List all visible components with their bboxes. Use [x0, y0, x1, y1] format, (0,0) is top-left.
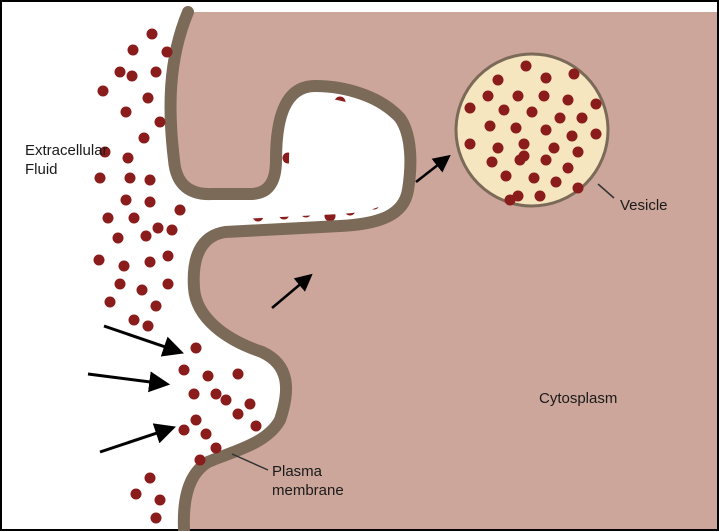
- extracellular-particle: [163, 279, 174, 290]
- vesicle-particle: [521, 61, 532, 72]
- extracellular-particle: [151, 67, 162, 78]
- cytoplasm-label: Cytosplasm: [539, 389, 617, 408]
- extracellular-particle: [115, 279, 126, 290]
- vesicle-particle: [569, 69, 580, 80]
- extracellular-particle: [179, 425, 190, 436]
- vesicle-particle: [511, 123, 522, 134]
- vesicle-particle: [493, 143, 504, 154]
- vesicle-particle: [493, 75, 504, 86]
- extracellular-particle: [195, 455, 206, 466]
- membrane-label-line2: membrane: [272, 481, 344, 500]
- extracellular-particle: [151, 301, 162, 312]
- extracellular-particle: [211, 443, 222, 454]
- extracellular-particle: [125, 173, 136, 184]
- extracellular-particle: [155, 495, 166, 506]
- vesicle-particle: [563, 95, 574, 106]
- extracellular-label-line2: Fluid: [25, 160, 108, 179]
- extracellular-particle: [251, 421, 262, 432]
- vesicle-particle: [549, 143, 560, 154]
- vesicle-particle: [513, 91, 524, 102]
- extracellular-particle: [145, 257, 156, 268]
- vesicle-particle: [567, 131, 578, 142]
- vesicle-particle: [541, 155, 552, 166]
- extracellular-particle: [201, 429, 212, 440]
- extracellular-particle: [175, 205, 186, 216]
- vesicle-particle: [591, 99, 602, 110]
- vesicle-particle: [501, 171, 512, 182]
- vesicle-particle: [541, 125, 552, 136]
- extracellular-particle: [163, 251, 174, 262]
- extracellular-particle: [145, 473, 156, 484]
- extracellular-particle: [147, 29, 158, 40]
- vesicle-particle: [541, 73, 552, 84]
- vesicle-particle: [465, 139, 476, 150]
- vesicle-particle: [573, 147, 584, 158]
- vesicle-particle: [539, 91, 550, 102]
- extracellular-particle: [155, 117, 166, 128]
- extracellular-particle: [141, 231, 152, 242]
- vesicle-particle: [519, 151, 530, 162]
- extracellular-particle: [245, 399, 256, 410]
- extracellular-particle: [103, 213, 114, 224]
- extracellular-particle: [191, 343, 202, 354]
- extracellular-particle: [211, 389, 222, 400]
- extracellular-particle: [233, 409, 244, 420]
- vesicle-particle: [485, 121, 496, 132]
- extracellular-particle: [127, 71, 138, 82]
- vesicle-particle: [563, 163, 574, 174]
- extracellular-particle: [233, 369, 244, 380]
- extracellular-particle: [151, 513, 162, 524]
- vesicle-particle: [555, 113, 566, 124]
- extracellular-particle: [221, 395, 232, 406]
- extracellular-particle: [145, 197, 156, 208]
- vesicle-particle: [577, 113, 588, 124]
- extracellular-particle: [128, 45, 139, 56]
- vesicle-particle: [487, 157, 498, 168]
- extracellular-fluid-label: Extracellular Fluid: [25, 141, 108, 179]
- vesicle-particle: [535, 191, 546, 202]
- extracellular-particle: [162, 47, 173, 58]
- vesicle-particle: [573, 183, 584, 194]
- extracellular-particle: [105, 297, 116, 308]
- extracellular-particle: [167, 225, 178, 236]
- extracellular-particle: [145, 175, 156, 186]
- extracellular-label-line1: Extracellular: [25, 141, 108, 160]
- extracellular-particle: [137, 285, 148, 296]
- extracellular-particle: [139, 133, 150, 144]
- extracellular-particle: [129, 315, 140, 326]
- extracellular-particle: [153, 223, 164, 234]
- vesicle-label: Vesicle: [620, 196, 668, 215]
- extracellular-particle: [98, 86, 109, 97]
- cytoplasm-region: [171, 12, 717, 529]
- plasma-membrane-label: Plasma membrane: [272, 462, 344, 500]
- vesicle-particle: [483, 91, 494, 102]
- vesicle-particle: [519, 139, 530, 150]
- extracellular-particle: [143, 321, 154, 332]
- vesicle-particle: [529, 173, 540, 184]
- vesicle-particle: [527, 107, 538, 118]
- vesicle-particle: [499, 105, 510, 116]
- extracellular-particle: [189, 389, 200, 400]
- membrane-label-line1: Plasma: [272, 462, 344, 481]
- extracellular-particle: [143, 93, 154, 104]
- extracellular-particle: [131, 489, 142, 500]
- extracellular-particle: [191, 415, 202, 426]
- extracellular-particle: [121, 107, 132, 118]
- extracellular-particle: [123, 153, 134, 164]
- extracellular-particle: [121, 195, 132, 206]
- extracellular-particle: [94, 255, 105, 266]
- vesicle-particle: [465, 103, 476, 114]
- extracellular-particle: [115, 67, 126, 78]
- vesicle: [456, 54, 608, 206]
- extracellular-particle: [113, 233, 124, 244]
- vesicle-particle: [505, 195, 516, 206]
- extracellular-particle: [119, 261, 130, 272]
- vesicle-particle: [591, 129, 602, 140]
- vesicle-particle: [551, 177, 562, 188]
- extracellular-particle: [179, 365, 190, 376]
- extracellular-particle: [203, 371, 214, 382]
- extracellular-particle: [129, 213, 140, 224]
